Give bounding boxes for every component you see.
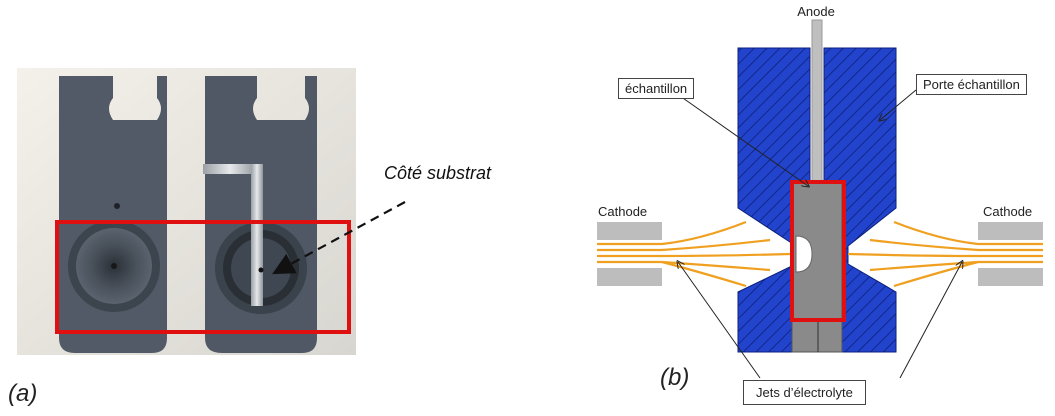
leader-porte <box>880 89 917 120</box>
cathode-right-label: Cathode <box>983 204 1032 219</box>
sample-window <box>795 235 813 273</box>
cote-substrat-label: Côté substrat <box>384 163 492 183</box>
highlight-box <box>55 220 351 334</box>
anode-rod <box>811 19 823 189</box>
porte-echantillon-label: Porte échantillon <box>916 74 1027 95</box>
leader-jets-left <box>678 262 761 379</box>
panel-label-a: (a) <box>8 380 38 407</box>
panel-label-b: (b) <box>660 364 690 391</box>
sample-holder-photo <box>17 68 356 355</box>
anode-label: Anode <box>797 4 835 19</box>
substrate-arrow <box>272 201 406 275</box>
cathode-right-bottom <box>978 268 1043 286</box>
cathode-left-bottom <box>597 268 662 286</box>
cathode-right-top <box>978 222 1043 240</box>
leader-jets-right <box>899 262 962 379</box>
leader-echantillon <box>679 95 808 186</box>
cathode-left-top <box>597 222 662 240</box>
jets-left <box>597 220 791 288</box>
jets-right <box>847 220 1043 288</box>
cathode-left-label: Cathode <box>598 204 647 219</box>
jets-label: Jets d’électrolyte <box>743 380 866 405</box>
echantillon-label: échantillon <box>618 78 695 99</box>
sample-highlight-box <box>790 180 846 322</box>
metal-clip <box>203 164 257 174</box>
